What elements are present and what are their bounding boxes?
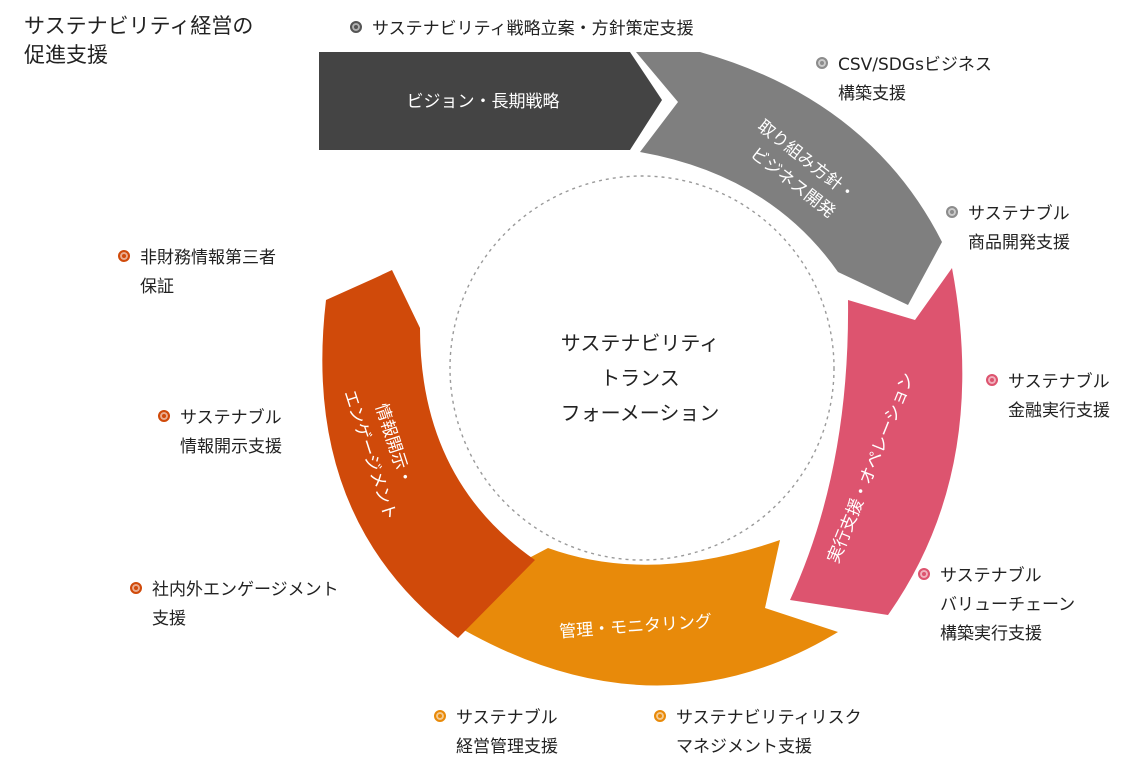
callout-disclosure-line-2: 情報開示支援	[180, 437, 282, 457]
callout-csv-line-1: CSV/SDGsビジネス	[838, 55, 992, 75]
bullet-icon	[986, 374, 998, 386]
center-label: サステナビリティ トランス フォーメーション	[520, 326, 760, 431]
callout-engagement-line-2: 支援	[152, 609, 186, 629]
callout-strategy-line-1: サステナビリティ戦略立案・方針策定支援	[372, 19, 694, 39]
bullet-icon	[118, 250, 130, 262]
callout-finance-line-1: サステナブル	[1008, 372, 1110, 392]
bullet-icon	[918, 568, 930, 580]
callout-management-line-2: 経営管理支援	[456, 737, 558, 757]
callout-finance-line-2: 金融実行支援	[1008, 401, 1110, 421]
heading-line-2: 促進支援	[24, 43, 108, 67]
callout-value-chain-line-2: バリューチェーン	[940, 595, 1076, 615]
bullet-icon	[158, 410, 170, 422]
callout-engagement-line-1: 社内外エンゲージメント	[152, 580, 339, 600]
center-line-2: トランス	[600, 366, 680, 390]
bullet-icon	[434, 710, 446, 722]
diagram-heading: サステナビリティ経営の 促進支援	[24, 12, 253, 70]
segment-vision-label: ビジョン・長期戦略	[407, 92, 560, 112]
callout-assurance-line-2: 保証	[140, 277, 174, 297]
callout-csv: CSV/SDGsビジネス 構築支援	[816, 51, 992, 109]
callout-product: サステナブル 商品開発支援	[946, 200, 1070, 258]
callout-value-chain: サステナブル バリューチェーン 構築実行支援	[918, 562, 1076, 649]
bullet-icon	[946, 206, 958, 218]
callout-management-line-1: サステナブル	[456, 708, 558, 728]
callout-risk: サステナビリティリスク マネジメント支援	[654, 704, 862, 762]
bullet-icon	[816, 57, 828, 69]
callout-value-chain-line-3: 構築実行支援	[940, 624, 1042, 644]
heading-line-1: サステナビリティ経営の	[24, 14, 254, 38]
callout-csv-line-2: 構築支援	[838, 84, 906, 104]
bullet-icon	[130, 582, 142, 594]
segment-policy	[636, 52, 942, 305]
center-line-3: フォーメーション	[560, 401, 720, 425]
callout-disclosure-line-1: サステナブル	[180, 408, 282, 428]
callout-value-chain-line-1: サステナブル	[940, 566, 1042, 586]
center-dashed-circle	[449, 175, 835, 561]
callout-risk-line-2: マネジメント支援	[676, 737, 812, 757]
segment-vision	[319, 52, 662, 150]
callout-finance: サステナブル 金融実行支援	[986, 368, 1110, 426]
bullet-icon	[350, 21, 362, 33]
segment-monitoring	[464, 540, 838, 686]
callout-product-line-2: 商品開発支援	[968, 233, 1070, 253]
segment-operation	[790, 268, 963, 615]
segment-disclosure	[322, 270, 535, 638]
bullet-icon	[654, 710, 666, 722]
callout-assurance: 非財務情報第三者 保証	[118, 244, 276, 302]
callout-disclosure: サステナブル 情報開示支援	[158, 404, 282, 462]
callout-risk-line-1: サステナビリティリスク	[676, 708, 862, 728]
callout-product-line-1: サステナブル	[968, 204, 1070, 224]
center-line-1: サステナビリティ	[560, 331, 720, 355]
callout-management: サステナブル 経営管理支援	[434, 704, 558, 762]
callout-strategy: サステナビリティ戦略立案・方針策定支援	[350, 15, 694, 44]
callout-assurance-line-1: 非財務情報第三者	[140, 248, 276, 268]
callout-engagement: 社内外エンゲージメント 支援	[130, 576, 339, 634]
